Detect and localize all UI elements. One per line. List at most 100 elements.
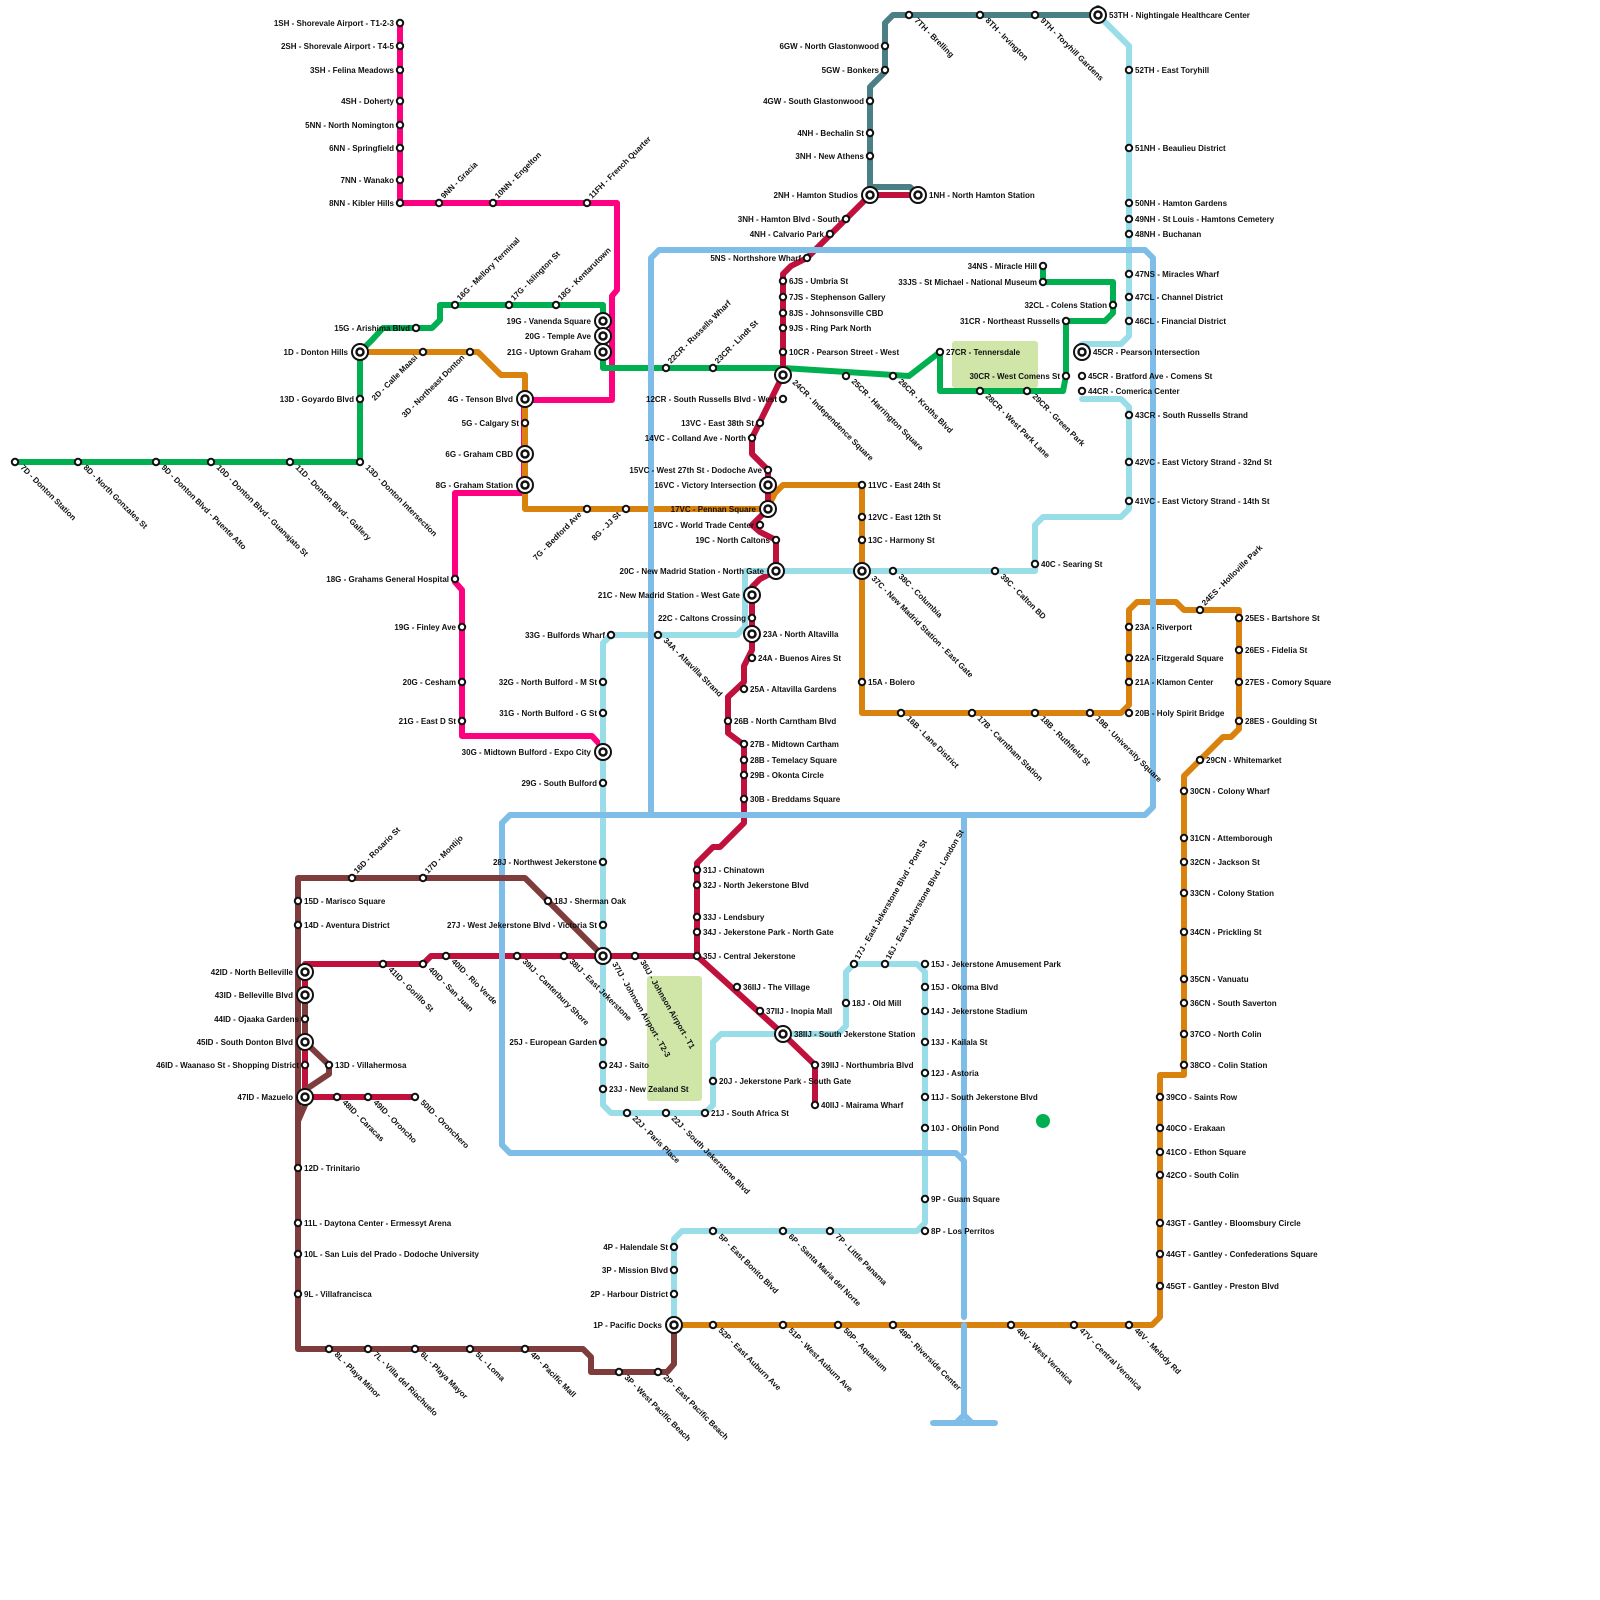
- station[interactable]: 32J - North Jekerstone Blvd: [694, 881, 809, 890]
- station[interactable]: 21C - New Madrid Station - West Gate: [598, 587, 760, 603]
- station[interactable]: 20B - Holy Spirit Bridge: [1126, 709, 1225, 718]
- station[interactable]: 46ID - Waanaso St - Shopping District: [156, 1061, 308, 1070]
- station[interactable]: 40CO - Erakaan: [1157, 1124, 1225, 1133]
- station[interactable]: 9P - Guam Square: [922, 1195, 1001, 1204]
- station[interactable]: 23A - Riverport: [1126, 623, 1193, 632]
- station[interactable]: 40C - Searing St: [1032, 560, 1103, 569]
- station[interactable]: 3SH - Felina Meadows: [310, 66, 403, 75]
- station[interactable]: 20J - Jekerstone Park - South Gate: [710, 1077, 852, 1086]
- station[interactable]: 15G - Arishima Blvd: [334, 324, 419, 333]
- station[interactable]: 29CN - Whitemarket: [1197, 756, 1282, 765]
- station[interactable]: 42CO - South Colin: [1157, 1171, 1239, 1180]
- station[interactable]: 4G - Tenson Blvd: [448, 391, 533, 407]
- station[interactable]: 34CN - Prickling St: [1181, 928, 1262, 937]
- station[interactable]: 11FH - French Quarter: [584, 135, 653, 207]
- station[interactable]: 17D - Montijo: [420, 833, 465, 881]
- station[interactable]: 1NH - North Hamton Station: [910, 187, 1035, 203]
- station[interactable]: 10J - Oholin Pond: [922, 1124, 999, 1133]
- station[interactable]: 29B - Okonta Circle: [741, 771, 825, 780]
- station[interactable]: 17G - Islington St: [506, 249, 562, 308]
- station[interactable]: 33CN - Colony Station: [1181, 889, 1274, 898]
- station[interactable]: 4NH - Calvario Park: [750, 230, 833, 239]
- station[interactable]: 16D - Rosario St: [349, 825, 403, 881]
- station[interactable]: 34A - Altavilla Strand: [655, 632, 724, 699]
- station[interactable]: 30CR - West Comens St: [969, 372, 1069, 381]
- station[interactable]: 13C - Harmony St: [859, 536, 935, 545]
- station[interactable]: 16B - Lane District: [898, 710, 961, 771]
- station[interactable]: 28ES - Goulding St: [1236, 717, 1318, 726]
- station[interactable]: 10NN - Engelton: [490, 150, 543, 206]
- station[interactable]: 7TH - Brelling: [906, 12, 956, 59]
- station[interactable]: 3NH - Hamton Blvd - South: [738, 215, 849, 224]
- station[interactable]: 39C - Calton BD: [992, 568, 1048, 622]
- station[interactable]: 35CN - Vanuatu: [1181, 975, 1249, 984]
- station[interactable]: 14J - Jekerstone Stadium: [922, 1007, 1028, 1016]
- station[interactable]: 12D - Trinitario: [295, 1164, 360, 1173]
- station[interactable]: 3P - West Pacific Beach: [616, 1369, 693, 1443]
- station[interactable]: 19G - Vanenda Square: [507, 313, 611, 329]
- station[interactable]: 50NH - Hamton Gardens: [1126, 199, 1228, 208]
- station[interactable]: 18J - Old Mill: [843, 999, 902, 1008]
- station[interactable]: 12VC - East 12th St: [859, 513, 941, 522]
- station[interactable]: 5P - East Bonito Blvd: [710, 1228, 780, 1296]
- station[interactable]: 10CR - Pearson Street - West: [780, 348, 900, 357]
- station[interactable]: 1SH - Shorevale Airport - T1-2-3: [274, 19, 403, 28]
- station[interactable]: 2SH - Shorevale Airport - T4-5: [281, 42, 403, 51]
- station[interactable]: 33J - Lendsbury: [694, 913, 765, 922]
- station[interactable]: 46CL - Financial District: [1126, 317, 1227, 326]
- station[interactable]: 9D - Donton Blvd - Puente Alto: [153, 459, 248, 552]
- station[interactable]: 13J - Kailala St: [922, 1038, 988, 1047]
- station[interactable]: 47ID - Mazuelo: [237, 1089, 313, 1105]
- station[interactable]: 17B - Carntham Station: [969, 710, 1045, 783]
- station[interactable]: 44ID - Ojaaka Gardens: [214, 1015, 308, 1024]
- station[interactable]: 47NS - Miracles Wharf: [1126, 270, 1220, 279]
- station[interactable]: 41CO - Ethon Square: [1157, 1148, 1247, 1157]
- station[interactable]: 32CL - Colens Station: [1024, 301, 1116, 310]
- station[interactable]: 12J - Astoria: [922, 1069, 979, 1078]
- station[interactable]: 8P - Los Perritos: [922, 1227, 995, 1236]
- station[interactable]: 10D - Donton Blvd - Guanajato St: [208, 459, 310, 559]
- station[interactable]: 18B - Ruthfield St: [1032, 710, 1093, 768]
- station[interactable]: 36CN - South Saverton: [1181, 999, 1277, 1008]
- station[interactable]: 18G - Kentarutown: [553, 246, 613, 309]
- station[interactable]: 37C - New Madrid Station - East Gate: [854, 563, 975, 680]
- station[interactable]: 45CR - Bratford Ave - Comens St: [1079, 372, 1213, 381]
- station[interactable]: 28J - Northwest Jekerstone: [493, 858, 606, 867]
- station[interactable]: 5NS - Northshore Wharf: [710, 254, 810, 263]
- station[interactable]: 7D - Donton Station: [12, 459, 78, 522]
- station[interactable]: 6JS - Umbria St: [780, 277, 849, 286]
- station[interactable]: 4NH - Bechalin St: [797, 129, 873, 138]
- station[interactable]: 30G - Midtown Bulford - Expo City: [462, 744, 611, 760]
- station[interactable]: 4SH - Doherty: [341, 97, 403, 106]
- station[interactable]: 5GW - Bonkers: [822, 66, 889, 75]
- station[interactable]: 22C - Caltons Crossing: [658, 614, 755, 623]
- station[interactable]: 31CR - Northeast Russells: [960, 317, 1069, 326]
- station[interactable]: 52P - East Auburn Ave: [710, 1322, 783, 1393]
- station[interactable]: 8NN - Kibler Hills: [329, 199, 403, 208]
- station[interactable]: 38CO - Colin Station: [1181, 1061, 1268, 1070]
- station[interactable]: 23J - New Zealand St: [600, 1085, 689, 1094]
- station[interactable]: 32CN - Jackson St: [1181, 858, 1260, 867]
- station[interactable]: 44GT - Gantley - Confederations Square: [1157, 1250, 1318, 1259]
- station[interactable]: 13D - Goyardo Blvd: [280, 395, 363, 404]
- station[interactable]: 5G - Calgary St: [462, 419, 529, 428]
- station[interactable]: 24ES - Holloville Park: [1197, 543, 1265, 613]
- station[interactable]: 16VC - Victory Intersection: [654, 477, 776, 493]
- station[interactable]: 15J - Jekerstone Amusement Park: [922, 960, 1062, 969]
- station[interactable]: 33G - Bulfords Wharf: [525, 631, 614, 640]
- station[interactable]: 37IIJ - Inopia Mall: [757, 1007, 832, 1016]
- station[interactable]: 18VC - World Trade Center: [653, 521, 763, 530]
- station[interactable]: 49P - Riverside Center: [890, 1322, 963, 1393]
- station[interactable]: 49NH - St Louis - Hamtons Cemetery: [1126, 215, 1275, 224]
- station[interactable]: 43ID - Belleville Blvd: [215, 987, 313, 1003]
- station[interactable]: 24A - Buenos Aires St: [749, 654, 842, 663]
- station[interactable]: 27ES - Comory Square: [1236, 678, 1332, 687]
- station[interactable]: 13D - Donton Intersection: [357, 459, 439, 539]
- station[interactable]: 23A - North Altavilla: [744, 626, 839, 642]
- station[interactable]: 18J - Sherman Oak: [545, 897, 627, 906]
- station[interactable]: 23CR - Lindt St: [710, 318, 760, 371]
- station[interactable]: 8JS - Johnsonsville CBD: [780, 309, 884, 318]
- station[interactable]: 24J - Saito: [600, 1061, 649, 1070]
- station[interactable]: 2P - East Pacific Beach: [655, 1369, 730, 1442]
- station[interactable]: 35J - Central Jekerstone: [694, 952, 796, 961]
